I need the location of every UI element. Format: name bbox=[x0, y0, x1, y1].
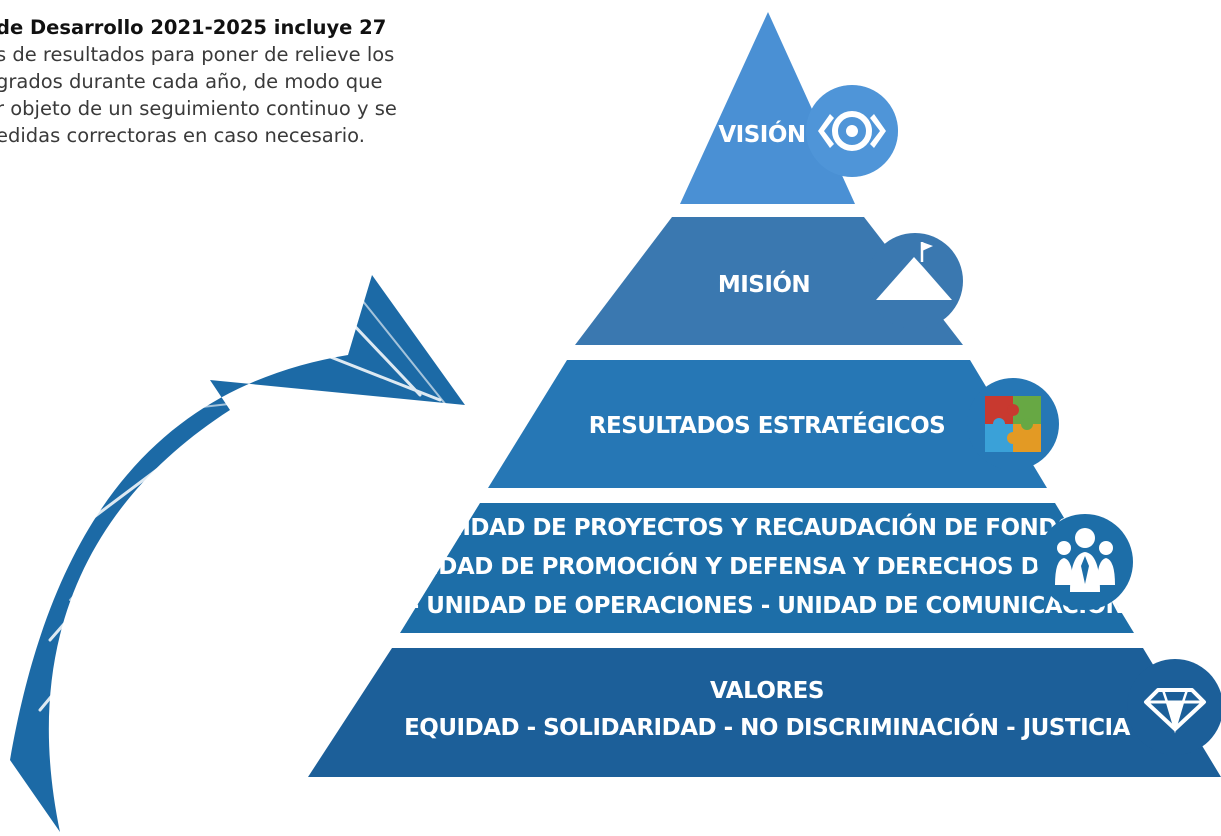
tier-unidades bbox=[400, 503, 1134, 633]
tier-label-valores-1: VALORES bbox=[710, 678, 824, 704]
puzzle-icon bbox=[967, 378, 1059, 470]
tier-label-unidades-3: - UNIDAD DE OPERACIONES - UNIDAD DE COMU… bbox=[410, 591, 1125, 619]
eye-icon bbox=[806, 85, 898, 177]
tier-valores bbox=[308, 648, 1221, 777]
intro-line: edidas correctoras en caso necesario. bbox=[0, 124, 365, 147]
mountain-flag-icon bbox=[867, 233, 963, 329]
curved-arrow-icon bbox=[10, 275, 465, 832]
intro-line: r objeto de un seguimiento continuo y se bbox=[0, 97, 397, 120]
tier-vision bbox=[680, 12, 855, 204]
diamond-icon bbox=[1127, 659, 1221, 755]
tier-resultados bbox=[488, 360, 1047, 488]
intro-line: grados durante cada año, de modo que bbox=[0, 70, 383, 93]
tier-label-resultados: RESULTADOS ESTRATÉGICOS bbox=[589, 411, 945, 439]
tier-label-valores-2: EQUIDAD - SOLIDARIDAD - NO DISCRIMINACIÓ… bbox=[404, 713, 1131, 741]
team-icon bbox=[1037, 514, 1133, 610]
tier-label-unidades-1: UNIDAD DE PROYECTOS Y RECAUDACIÓN DE FON… bbox=[425, 513, 1108, 541]
tier-mision bbox=[575, 217, 963, 345]
tier-label-mision: MISIÓN bbox=[718, 270, 810, 298]
intro-paragraph: de Desarrollo 2021-2025 incluye 27 s de … bbox=[0, 14, 520, 149]
tier-label-vision: VISIÓN bbox=[718, 120, 805, 148]
tier-label-unidades-2: UNIDAD DE PROMOCIÓN Y DEFENSA Y DERECHOS… bbox=[393, 552, 1140, 580]
intro-bold-text: de Desarrollo 2021-2025 incluye 27 bbox=[0, 16, 387, 39]
intro-line: s de resultados para poner de relieve lo… bbox=[0, 43, 395, 66]
